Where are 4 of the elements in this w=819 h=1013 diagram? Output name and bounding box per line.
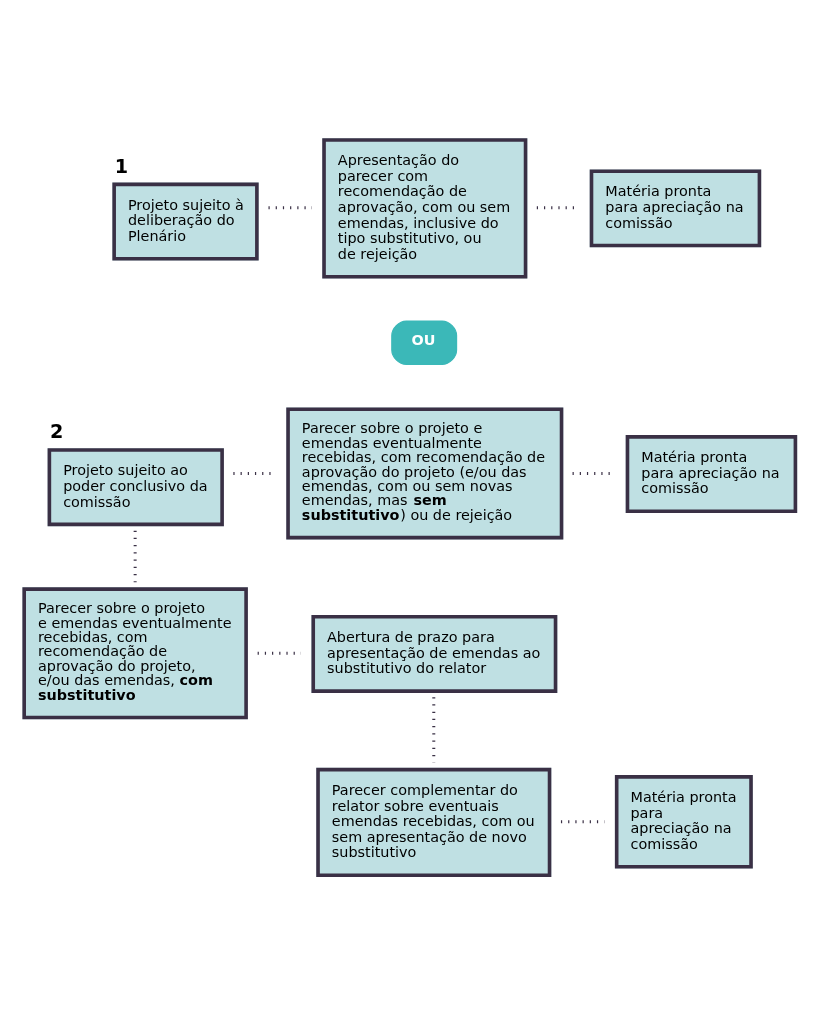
node-label: 1	[114, 154, 129, 178]
node-box: OU	[391, 320, 458, 365]
connector	[133, 530, 137, 582]
node-label: 2	[49, 419, 64, 443]
